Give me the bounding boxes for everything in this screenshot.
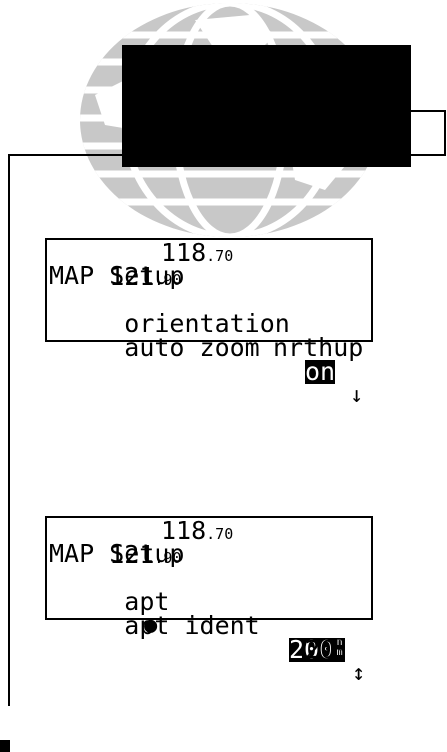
active-frequency: 121.90: [109, 262, 182, 291]
standby-frequency: 118.70: [161, 516, 234, 545]
down-arrow-icon: ↓: [350, 383, 364, 408]
auto-zoom-row: auto zoom on ↓: [49, 312, 363, 408]
airport-label: apt: [109, 587, 170, 616]
page-marker: [0, 740, 10, 752]
frequency-row: 121.90 118.70: [49, 240, 233, 289]
standby-frequency: 118.70: [161, 238, 234, 267]
page-title: MAP Setup: [49, 539, 185, 568]
active-frequency: 121.90: [109, 540, 182, 569]
connector-line: [409, 110, 446, 112]
connector-line: [409, 154, 446, 156]
orientation-value[interactable]: nrthup: [273, 333, 364, 362]
updown-arrow-icon: ↕: [352, 661, 366, 686]
airport-ident-label: apt ident: [109, 611, 260, 640]
airport-symbol-icon: ●: [144, 613, 158, 638]
auto-zoom-value[interactable]: on: [305, 357, 336, 386]
connector-line: [444, 110, 446, 155]
callout-box: [122, 45, 411, 167]
orientation-label: orientation: [109, 309, 290, 338]
orientation-row: orientation nrthup: [49, 288, 363, 360]
page-title: MAP Setup: [49, 261, 185, 290]
connector-line: [8, 154, 122, 156]
lcd-screen-map-setup-1: 121.90 118.70 MAP Setup orientation nrth…: [45, 238, 373, 408]
frequency-row: 121.90 118.70: [49, 518, 233, 567]
auto-zoom-label: auto zoom: [109, 333, 260, 362]
connector-line: [8, 154, 10, 706]
